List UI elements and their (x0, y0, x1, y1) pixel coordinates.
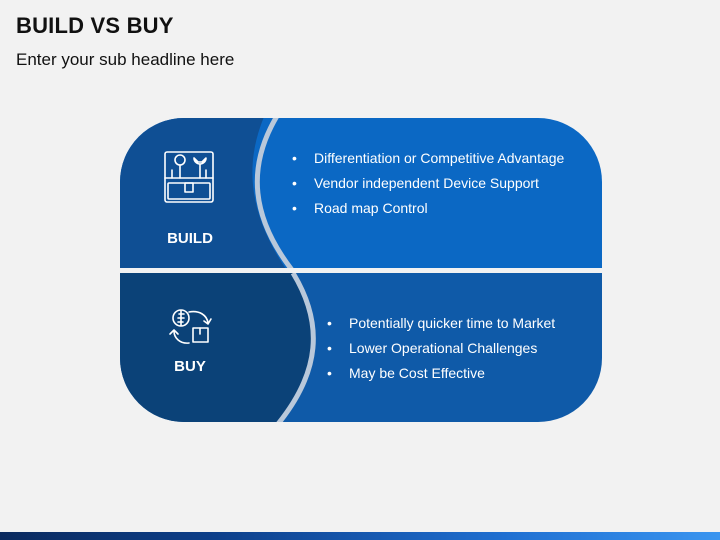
list-item: Differentiation or Competitive Advantage (290, 149, 580, 168)
page-title: BUILD VS BUY (16, 13, 174, 38)
build-points-list: Differentiation or Competitive Advantage… (290, 149, 580, 224)
list-item: Road map Control (290, 199, 580, 218)
purchase-cycle-icon (169, 309, 212, 344)
build-row (120, 118, 602, 268)
build-left-panel (120, 118, 290, 268)
list-item: Potentially quicker time to Market (325, 314, 595, 333)
list-item: Lower Operational Challenges (325, 339, 595, 358)
buy-points-list: Potentially quicker time to Market Lower… (325, 314, 595, 389)
buy-left-panel (120, 273, 312, 422)
build-curve-highlight (254, 118, 294, 268)
page-subtitle: Enter your sub headline here (16, 50, 235, 69)
buy-curve-highlight (276, 273, 316, 422)
list-item: Vendor independent Device Support (290, 174, 580, 193)
footer-accent-bar (0, 532, 720, 540)
list-item: May be Cost Effective (325, 364, 595, 383)
toolbox-icon (164, 151, 214, 203)
buy-label: BUY (174, 358, 206, 375)
build-label: BUILD (167, 230, 213, 247)
